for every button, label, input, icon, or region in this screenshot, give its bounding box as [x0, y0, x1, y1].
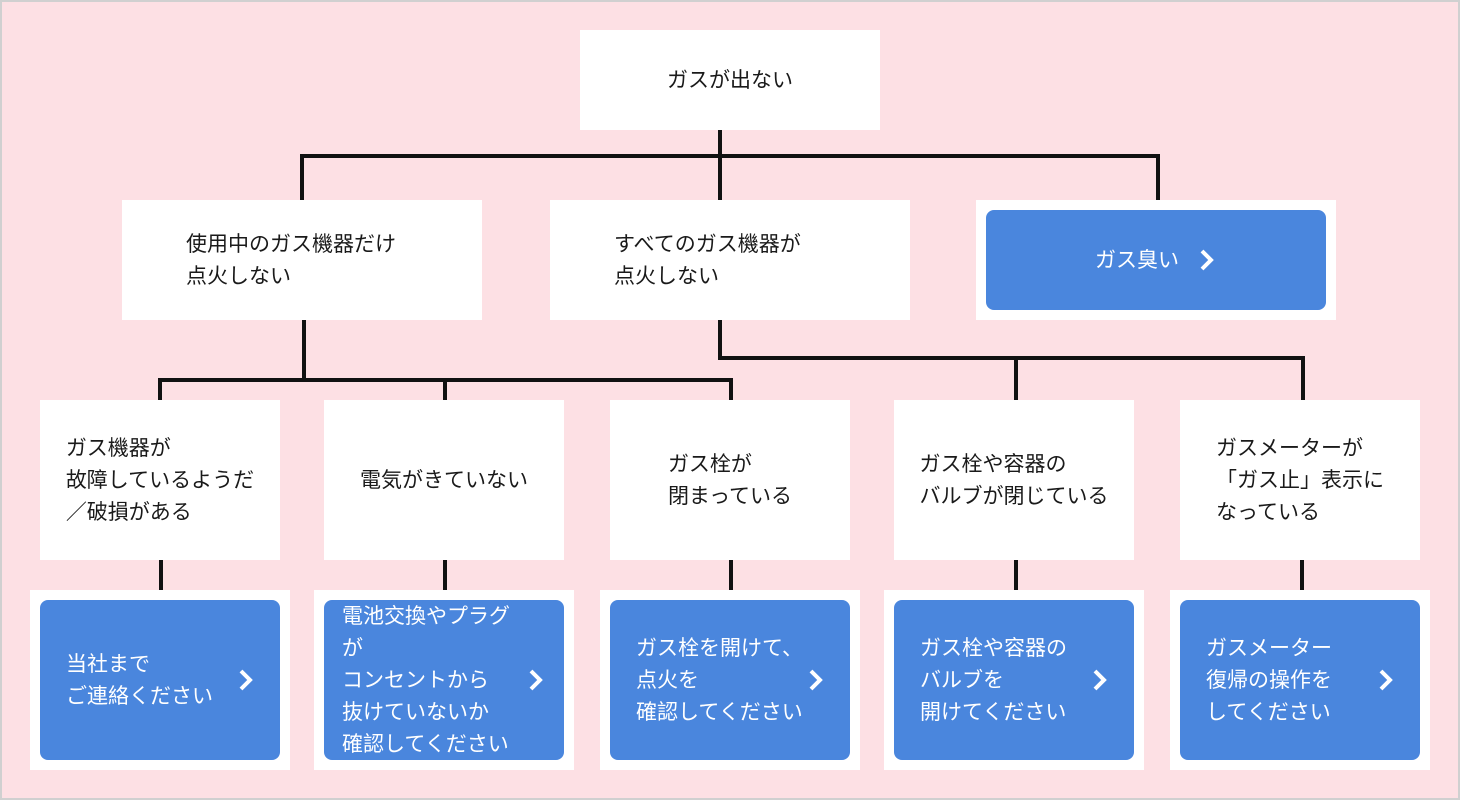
cause-valve-closed-label: ガス栓や容器の バルブが閉じている	[919, 452, 1109, 508]
cause-meter-stopped: ガスメーターが 「ガス止」表示に なっている	[1180, 400, 1420, 560]
chevron-right-icon	[1200, 249, 1214, 271]
node-all-appliances-label: すべてのガス機器が 点火しない	[614, 232, 801, 288]
connector-level1-right	[718, 320, 1305, 404]
action-reset-meter-wrap: ガスメーター 復帰の操作を してください	[1170, 590, 1430, 770]
cause-appliance-broken: ガス機器が 故障しているようだ ／破損がある	[40, 400, 280, 560]
action-open-valve-button[interactable]: ガス栓や容器の バルブを 開けてください	[894, 600, 1134, 760]
action-check-power-wrap: 電池交換やプラグが コンセントから 抜けていないか 確認してください	[314, 590, 574, 770]
cause-valve-closed: ガス栓や容器の バルブが閉じている	[894, 400, 1134, 560]
cause-cock-closed-label: ガス栓が 閉まっている	[667, 452, 793, 508]
cause-cock-closed: ガス栓が 閉まっている	[610, 400, 850, 560]
gas-smell-button[interactable]: ガス臭い	[986, 210, 1326, 310]
action-open-valve-label: ガス栓や容器の バルブを 開けてください	[920, 636, 1067, 724]
gas-smell-label: ガス臭い	[1095, 248, 1179, 272]
node-single-appliance-label: 使用中のガス機器だけ 点火しない	[186, 232, 396, 288]
action-open-cock-button[interactable]: ガス栓を開けて、 点火を 確認してください	[610, 600, 850, 760]
chevron-right-icon	[809, 669, 823, 691]
chevron-right-icon	[529, 669, 543, 691]
action-contact-button[interactable]: 当社まで ご連絡ください	[40, 600, 280, 760]
action-check-power-label: 電池交換やプラグが コンセントから 抜けていないか 確認してください	[342, 604, 510, 756]
node-single-appliance: 使用中のガス機器だけ 点火しない	[122, 200, 482, 320]
connector-root	[300, 130, 1160, 214]
root-node-label: ガスが出ない	[667, 68, 793, 92]
chevron-right-icon	[1379, 669, 1393, 691]
node-all-appliances: すべてのガス機器が 点火しない	[550, 200, 910, 320]
action-reset-meter-label: ガスメーター 復帰の操作を してください	[1206, 636, 1332, 724]
connector-level1-left	[158, 320, 733, 404]
cause-no-power: 電気がきていない	[324, 400, 564, 560]
cause-meter-stopped-label: ガスメーターが 「ガス止」表示に なっている	[1216, 436, 1384, 524]
action-contact-label: 当社まで ご連絡ください	[66, 652, 213, 708]
cause-no-power-label: 電気がきていない	[360, 468, 528, 492]
action-check-power-button[interactable]: 電池交換やプラグが コンセントから 抜けていないか 確認してください	[324, 600, 564, 760]
gas-smell-wrap: ガス臭い	[976, 200, 1336, 320]
action-open-cock-label: ガス栓を開けて、 点火を 確認してください	[636, 636, 803, 724]
action-open-valve-wrap: ガス栓や容器の バルブを 開けてください	[884, 590, 1144, 770]
connector-causes	[159, 560, 1304, 594]
action-open-cock-wrap: ガス栓を開けて、 点火を 確認してください	[600, 590, 860, 770]
cause-appliance-broken-label: ガス機器が 故障しているようだ ／破損がある	[65, 436, 255, 524]
action-reset-meter-button[interactable]: ガスメーター 復帰の操作を してください	[1180, 600, 1420, 760]
chevron-right-icon	[239, 669, 253, 691]
root-node: ガスが出ない	[580, 30, 880, 130]
action-contact-wrap: 当社まで ご連絡ください	[30, 590, 290, 770]
chevron-right-icon	[1093, 669, 1107, 691]
